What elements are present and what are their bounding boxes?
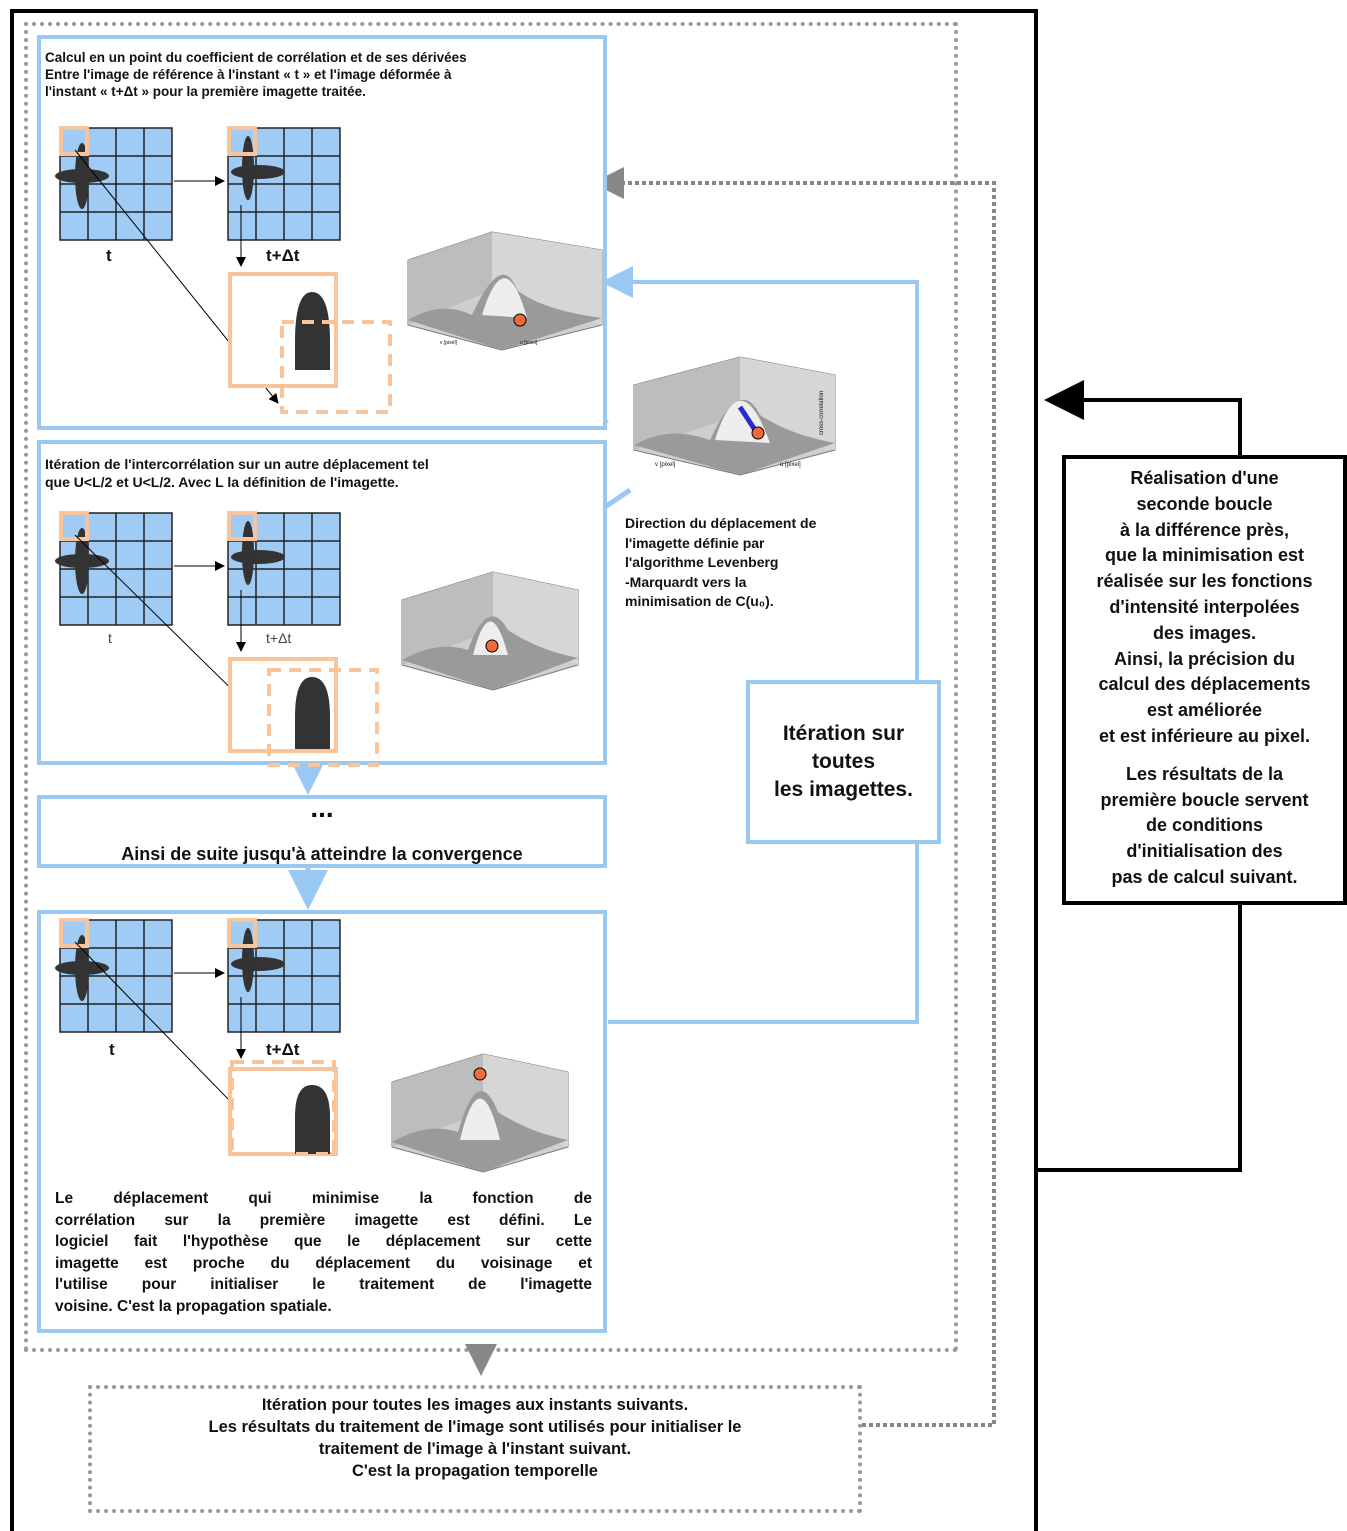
step1-title-line: l'instant « t+Δt » pour la première imag… (45, 84, 366, 99)
second-loop-connector (1038, 905, 1242, 1172)
second-loop-box (1062, 455, 1347, 905)
correlation-plot-4 (391, 1053, 569, 1173)
second-loop-line: d'intensité interpolées (1109, 596, 1300, 617)
temporal-loop-line (592, 167, 996, 1427)
temporal-box (88, 1385, 862, 1513)
step1-label-tdt: t+Δt (266, 246, 300, 265)
conclusion-line: Le déplacement qui minimise la fonction … (55, 1190, 592, 1207)
step1-title: Calcul en un point du coefficient de cor… (45, 49, 605, 100)
conclusion-line: l'utilise pour initialiser le traitement… (55, 1276, 592, 1293)
second-loop-line: pas de calcul suivant. (1111, 866, 1298, 887)
iteration-box (746, 680, 941, 844)
step4-conclusion: Le déplacement qui minimise la fonction … (55, 1188, 592, 1317)
temporal-line: traitement de l'image à l'instant suivan… (318, 1440, 632, 1458)
step2-title-line: que U<L/2 et U<L/2. Avec L la définition… (45, 474, 399, 490)
iteration-text: Itération sur toutes les imagettes. (746, 720, 941, 804)
grid-t (55, 126, 173, 241)
temporal-line: Itération pour toutes les images aux ins… (261, 1396, 689, 1414)
direction-note: Direction du déplacement de l'imagette d… (625, 514, 905, 612)
step2-label-tdt: t+Δt (266, 630, 292, 646)
second-loop-line: Ainsi, la précision du (1113, 648, 1296, 669)
second-loop-line: à la différence près, (1119, 519, 1290, 540)
correlation-plot-2 (633, 356, 836, 476)
temporal-line: Les résultats du traitement de l'image s… (208, 1418, 742, 1436)
iteration-line: les imagettes. (774, 778, 913, 801)
direction-note-line: Direction du déplacement de (625, 515, 817, 531)
step2-label-t: t (108, 630, 112, 646)
plot2-axis-v: v [pixel] (655, 462, 676, 468)
conclusion-line: voisine. C'est la propagation spatiale. (55, 1297, 332, 1315)
second-loop-line: Les résultats de la (1125, 763, 1284, 784)
step3-ellipsis: ... (310, 792, 334, 823)
direction-note-line: l'algorithme Levenberg (625, 554, 779, 570)
grid-tdt (227, 126, 341, 241)
second-loop-line: et est inférieure au pixel. (1098, 725, 1311, 746)
second-loop-line: des images. (1152, 622, 1257, 643)
correlation-plot-3 (401, 571, 579, 691)
step1-title-line: Calcul en un point du coefficient de cor… (45, 50, 467, 65)
iteration-line: toutes (812, 750, 875, 773)
second-loop-line: de conditions (1146, 815, 1263, 836)
second-loop-line: d'initialisation des (1126, 841, 1283, 862)
temporal-line: C'est la propagation temporelle (352, 1462, 598, 1480)
second-loop-line: Réalisation d'une (1130, 468, 1279, 488)
step2-schematic (55, 511, 379, 767)
second-loop-line: calcul des déplacements (1098, 674, 1311, 695)
conclusion-line: imagette est proche du déplacement du vo… (55, 1254, 592, 1272)
temporal-text: Itération pour toutes les images aux ins… (88, 1394, 862, 1482)
second-loop-line: est améliorée (1146, 700, 1263, 721)
step4-schematic (55, 918, 341, 1156)
iteration-loop-line (601, 266, 919, 1024)
second-loop-line: seconde boucle (1136, 493, 1273, 514)
step3-box (37, 795, 607, 868)
step1-label-t: t (106, 246, 112, 265)
second-loop-text: Réalisation d'une seconde boucle à la di… (1062, 466, 1347, 891)
plot2-axis-u: u [pixel] (780, 462, 801, 468)
iteration-line: Itération sur (782, 722, 905, 745)
outer-frame (10, 9, 1038, 1531)
direction-note-line: -Marquardt vers la (625, 573, 747, 590)
step2-title: Itération de l'intercorrélation sur un a… (45, 455, 600, 491)
plot1-axis-u: u [pixel] (520, 340, 538, 346)
direction-note-line: l'imagette définie par (625, 534, 765, 551)
conclusion-line: corrélation sur la première imagette est… (55, 1211, 592, 1229)
step1-title-line: Entre l'image de référence à l'instant «… (45, 67, 452, 82)
second-loop-arrow (1044, 380, 1242, 455)
step4-label-tdt: t+Δt (266, 1040, 300, 1059)
step2-title-line: Itération de l'intercorrélation sur un a… (45, 456, 429, 472)
correlation-plot-1 (407, 231, 603, 351)
step1-schematic (55, 126, 392, 414)
plot2-axis-z: cross-correlation (819, 390, 826, 436)
direction-note-line: minimisation de C(u₀). (625, 593, 774, 609)
step3-text: Ainsi de suite jusqu'à atteindre la conv… (121, 844, 523, 864)
step4-label-t: t (109, 1040, 115, 1059)
plot1-axis-v: v [pixel] (440, 340, 457, 346)
second-loop-line: que la minimisation est (1104, 545, 1305, 566)
second-loop-line: première boucle servent (1100, 789, 1309, 810)
second-loop-line: réalisée sur les fonctions (1096, 571, 1313, 592)
conclusion-line: logiciel fait l'hypothèse que le déplace… (55, 1233, 592, 1250)
